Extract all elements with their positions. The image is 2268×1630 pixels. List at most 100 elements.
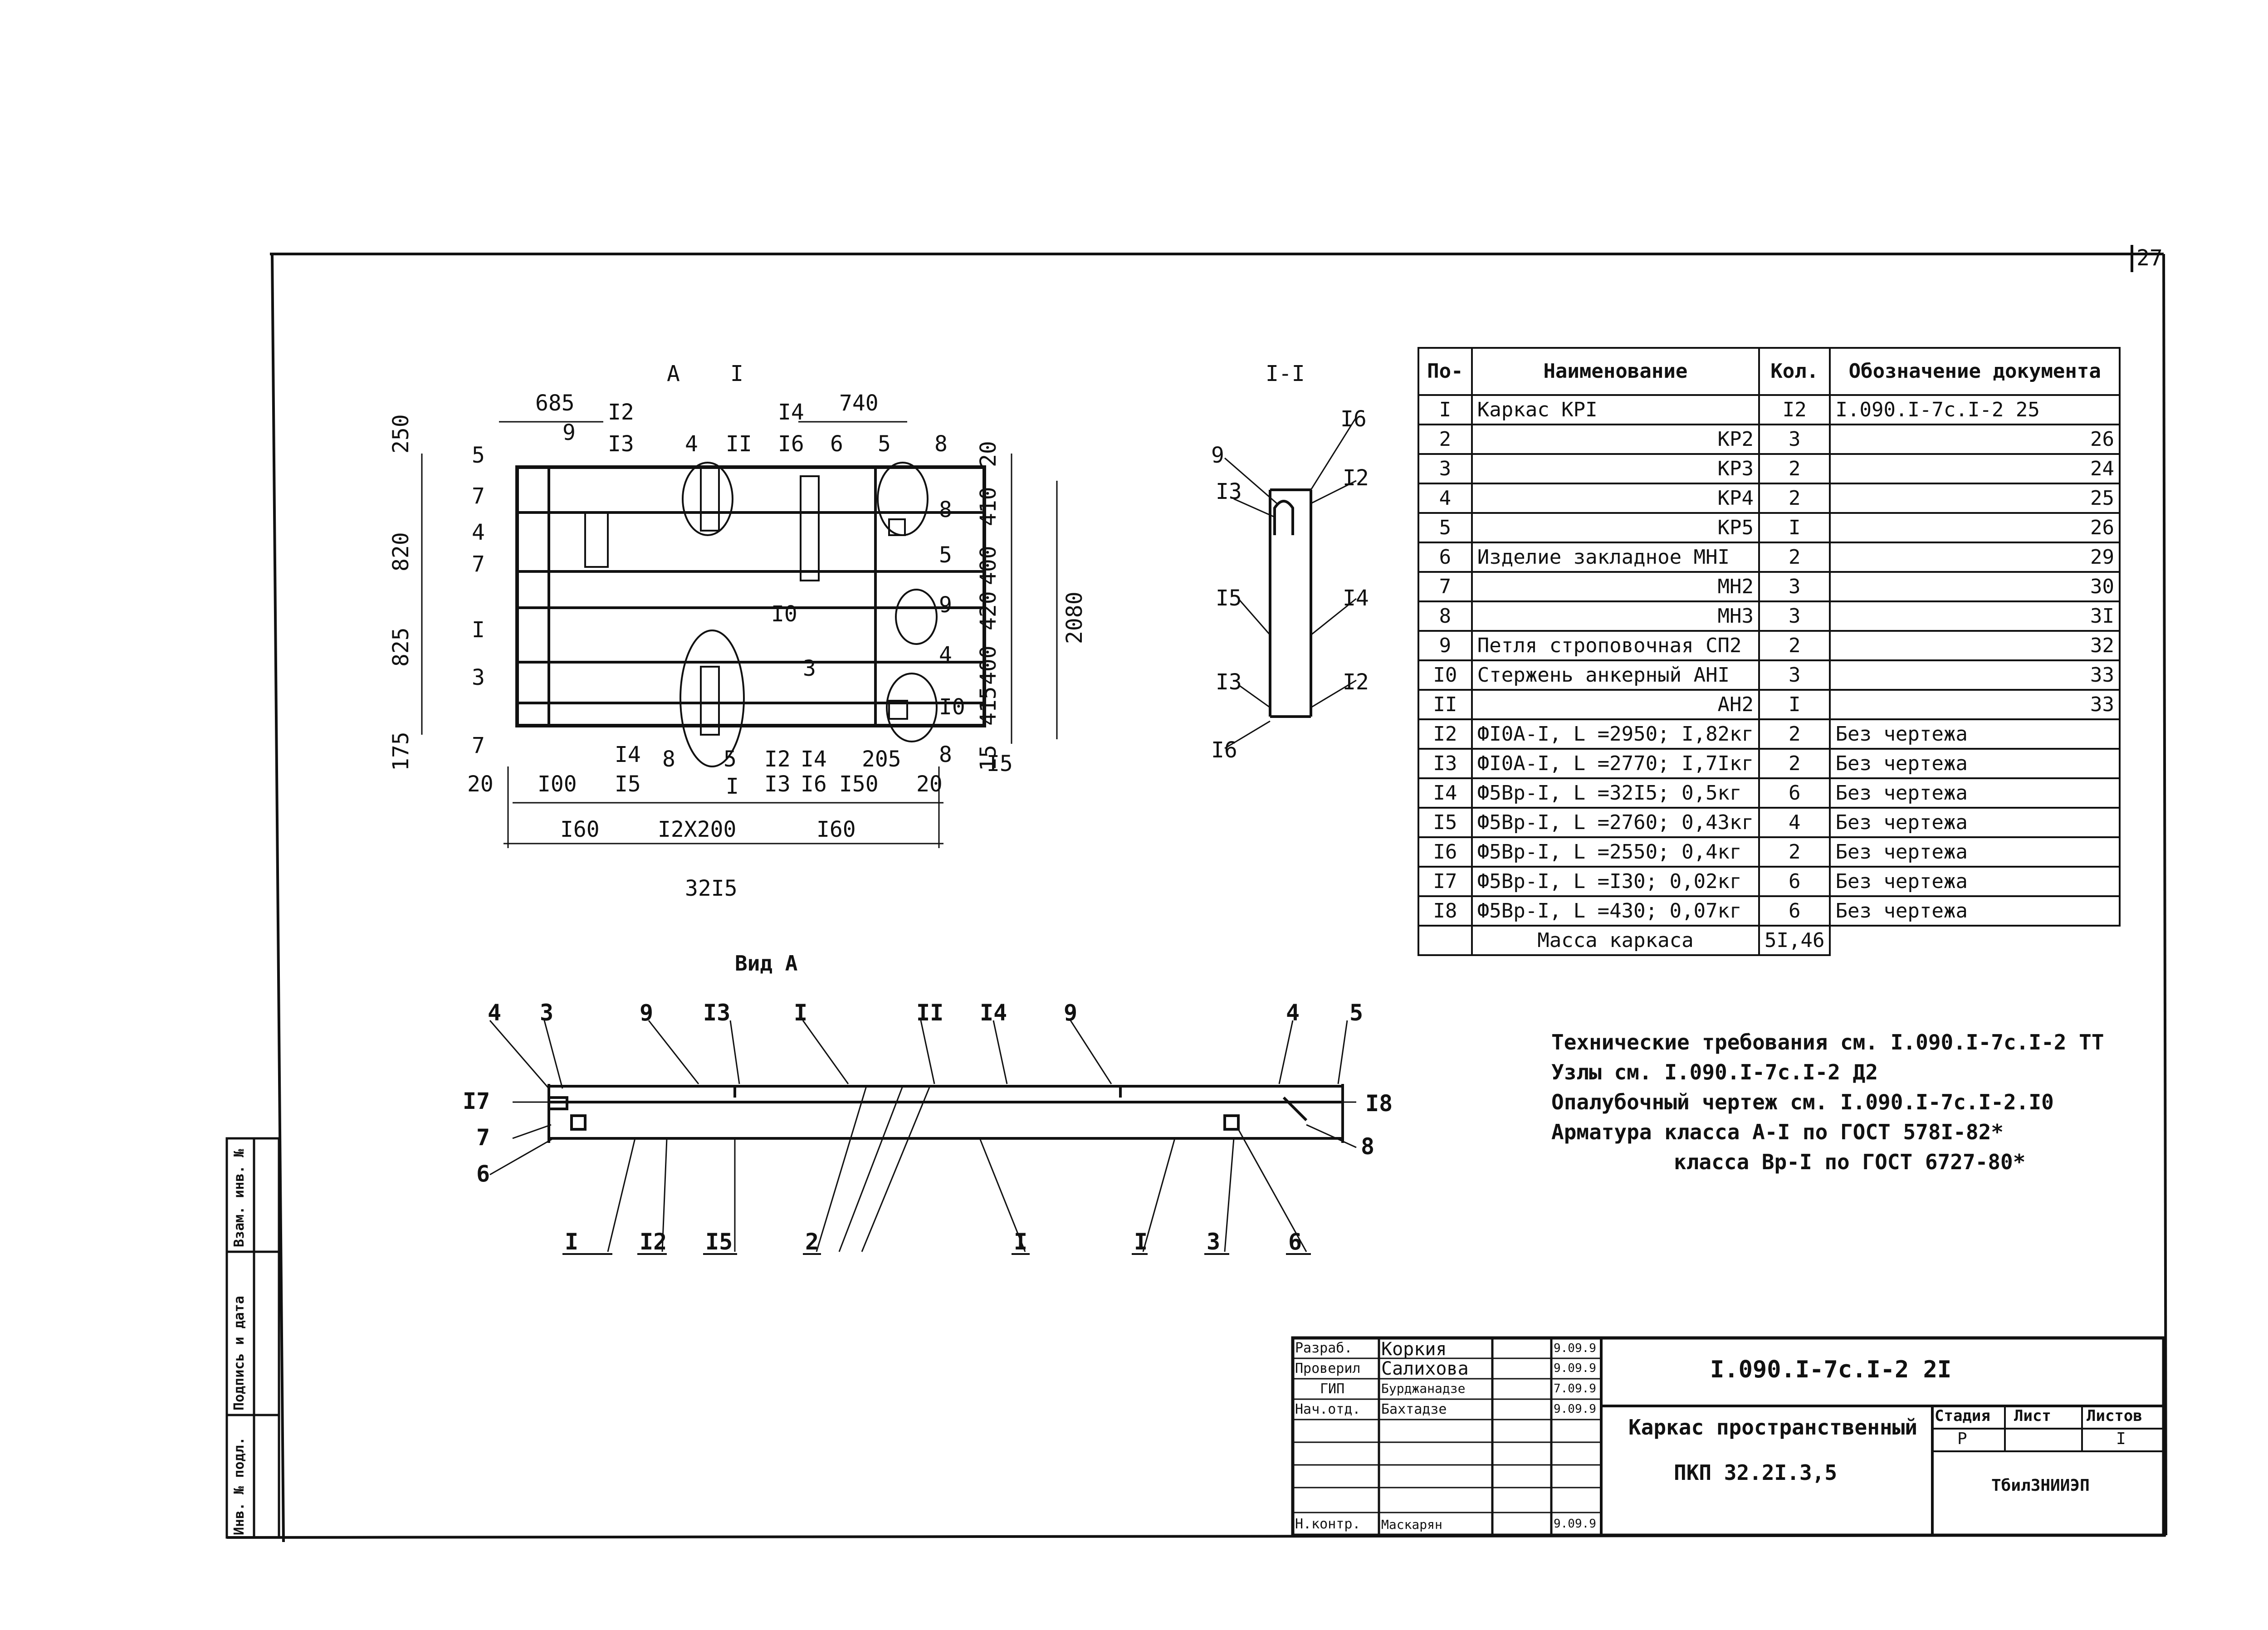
dim-right-15: 15 <box>976 745 1001 771</box>
spec-cell-doc: 3I <box>1829 600 2121 632</box>
tb-date-2: 7.09.9 <box>1554 1382 1596 1396</box>
spec-cell-name: Ф5Вр-I, L =430; 0,07кг <box>1471 895 1760 927</box>
note-line: Арматура класса А-I по ГОСТ 578I-82* <box>1551 1120 2004 1144</box>
va-top-9b: 9 <box>1064 1000 1077 1026</box>
spec-cell-qty: 3 <box>1758 600 1831 632</box>
tb-role-2: ГИП <box>1320 1381 1345 1397</box>
spec-cell-qty: 3 <box>1758 659 1831 691</box>
spec-cell-pos: 5 <box>1418 512 1473 543</box>
sec-label-12b: I2 <box>1343 669 1369 695</box>
spec-cell-qty: 2 <box>1758 630 1831 661</box>
dim-bottom-12x200: I2X200 <box>658 817 736 842</box>
spec-cell-doc: 33 <box>1829 659 2121 691</box>
spec-mass-value: 5I,46 <box>1758 925 1831 956</box>
plan-view: A I I 685 740 250 820 825 175 20 410 400… <box>388 361 1087 901</box>
spec-cell-doc: 30 <box>1829 571 2121 602</box>
spec-cell-qty: 6 <box>1758 866 1831 897</box>
spec-cell-name: Каркас КРI <box>1471 394 1760 425</box>
note-line: класса Вр-I по ГОСТ 6727-80* <box>1674 1150 2026 1174</box>
spec-header-row: По- Наименование Кол. Обозначение докуме… <box>1418 347 2121 396</box>
spec-cell-qty: I <box>1758 689 1831 720</box>
va-top-9a: 9 <box>640 1000 653 1026</box>
spec-cell-qty: 2 <box>1758 836 1831 868</box>
va-top-3: 3 <box>540 1000 553 1026</box>
plan-label-13: I3 <box>608 431 634 457</box>
spec-cell-pos: I8 <box>1418 895 1473 927</box>
note-line: Узлы см. I.090.I-7с.I-2 Д2 <box>1551 1060 1878 1084</box>
plan-label-4: 4 <box>685 431 698 457</box>
spec-cell-doc: 26 <box>1829 424 2121 455</box>
spec-header-qty: Кол. <box>1758 347 1831 396</box>
dim-bottom-20a: 20 <box>467 771 494 797</box>
va-bot-3: 3 <box>1207 1229 1220 1255</box>
plan-label-r4: 4 <box>939 642 952 668</box>
spec-cell-doc: Без чертежа <box>1829 718 2121 750</box>
spec-cell-qty: I2 <box>1758 394 1831 425</box>
va-side-6: 6 <box>476 1161 490 1187</box>
spec-cell-name: Ф5Вр-I, L =2760; 0,43кг <box>1471 807 1760 838</box>
plan-label-12: I2 <box>608 400 634 425</box>
tb-name-0: Коркия <box>1381 1339 1447 1360</box>
spec-cell-doc: 33 <box>1829 689 2121 720</box>
sec-label-16t: I6 <box>1340 406 1367 432</box>
plan-label-l7c: 7 <box>472 733 485 758</box>
dim-bottom-205: 205 <box>862 747 901 772</box>
sec-label-13b: I3 <box>1216 669 1242 695</box>
dim-left-250: 250 <box>388 414 414 454</box>
dim-top-740: 740 <box>839 390 879 416</box>
spec-cell-name: ФI0А-I, L =2950; I,82кг <box>1471 718 1760 750</box>
dim-left-825: 825 <box>388 627 414 667</box>
spec-mass-label: Масса каркаса <box>1471 925 1760 956</box>
note-line: Опалубочный чертеж см. I.090.I-7с.I-2.I0 <box>1551 1090 2054 1114</box>
section-mark-a: A <box>667 361 680 386</box>
spec-cell-name: АН2 <box>1471 689 1760 720</box>
dim-left-175: 175 <box>388 732 414 771</box>
plan-label-l4: 4 <box>472 520 485 545</box>
spec-mass-row: Масса каркаса 5I,46 <box>1418 925 2120 956</box>
va-side-17: I7 <box>463 1088 490 1114</box>
plan-label-b16: I6 <box>801 771 827 797</box>
spec-cell-pos: 2 <box>1418 424 1473 455</box>
va-bot-15: I5 <box>705 1229 733 1255</box>
title-block: Разраб. Коркия 9.09.9 Проверил Салихова … <box>1293 1338 2164 1533</box>
plan-label-i3: 3 <box>803 656 816 681</box>
strip-replace-inv: Взам. инв. № <box>231 1149 247 1247</box>
tb-role-0: Разраб. <box>1295 1340 1353 1356</box>
plan-label-l5: 5 <box>472 443 485 468</box>
spec-cell-qty: 6 <box>1758 777 1831 809</box>
spec-cell-pos: I0 <box>1418 659 1473 691</box>
spec-cell-pos: 6 <box>1418 542 1473 573</box>
spec-cell-pos: I5 <box>1418 807 1473 838</box>
plan-label-9: 9 <box>562 420 576 445</box>
tb-org: ТбилЗНИИЭП <box>1991 1476 2090 1495</box>
spec-cell-pos: I4 <box>1418 777 1473 809</box>
spec-cell-qty: 3 <box>1758 571 1831 602</box>
spec-cell-qty: 2 <box>1758 748 1831 779</box>
spec-cell-doc: Без чертежа <box>1829 807 2121 838</box>
spec-cell-pos: I2 <box>1418 718 1473 750</box>
plan-label-b15r: I5 <box>987 751 1013 776</box>
sec-label-13t: I3 <box>1216 479 1242 504</box>
va-top-4a: 4 <box>488 1000 501 1026</box>
va-bot-1b: I <box>1014 1229 1027 1255</box>
spec-cell-qty: 3 <box>1758 424 1831 455</box>
left-strip-frame <box>225 1137 280 1539</box>
view-a: Вид А <box>463 951 1393 1255</box>
spec-header-doc: Обозначение документа <box>1829 347 2121 396</box>
plan-label-l7b: 7 <box>472 551 485 577</box>
technical-notes: Технические требования см. I.090.I-7с.I-… <box>1551 1027 2104 1177</box>
dim-bottom-20b: 20 <box>916 771 943 797</box>
tb-sheets: I <box>2116 1430 2126 1448</box>
title-block-frame <box>1291 1336 2165 1537</box>
spec-cell-pos: 8 <box>1418 600 1473 632</box>
dim-right-410: 410 <box>976 487 1001 526</box>
tb-title-line2: ПКП 32.2I.3,5 <box>1674 1460 1838 1485</box>
spec-cell-name: МН2 <box>1471 571 1760 602</box>
section-title: I-I <box>1266 361 1305 386</box>
